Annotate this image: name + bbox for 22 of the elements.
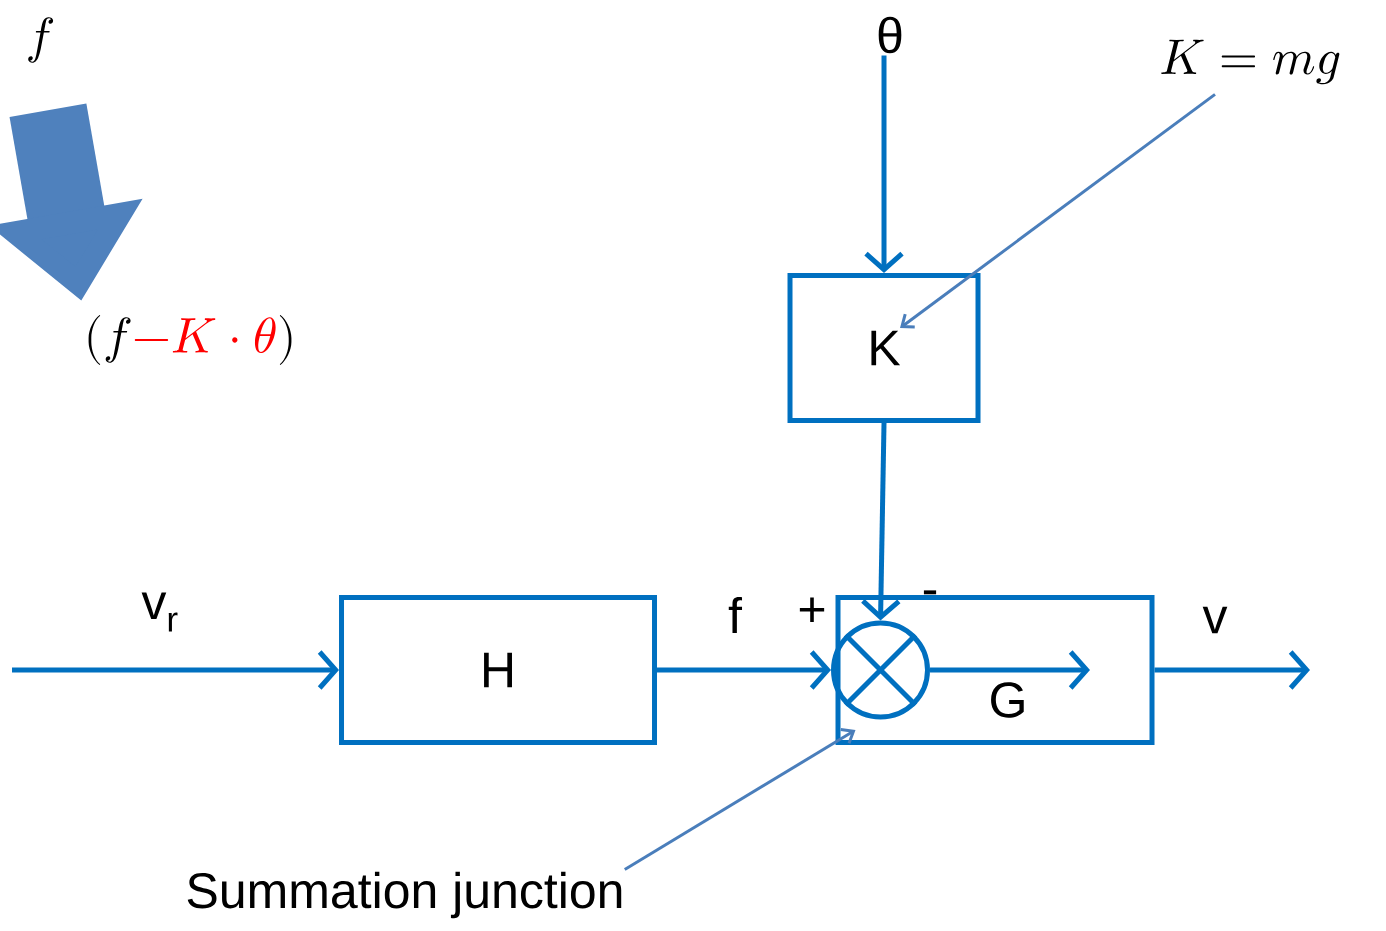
text-label: θ <box>878 16 902 54</box>
block-box: K <box>787 273 981 423</box>
formula-label: $f$ <box>28 17 54 63</box>
summing-junction <box>831 620 930 720</box>
arrow <box>12 650 339 690</box>
leader-line <box>624 728 856 871</box>
leader-line <box>900 93 1216 329</box>
block-box: G <box>835 595 1155 745</box>
formula-label: $(f \textcolor{red}{- K \cdot \theta})$ <box>88 315 292 365</box>
block-box: H <box>339 595 657 745</box>
sign-label: - <box>923 590 937 595</box>
edge-label: v <box>1202 606 1228 634</box>
arrow <box>1154 650 1310 690</box>
text-label: Summation junction <box>187 871 622 919</box>
edge-label: v$_{r}$ <box>141 592 178 632</box>
arrow <box>861 422 901 621</box>
formula-label: $K = mg$ <box>1161 39 1340 85</box>
sign-label: + <box>799 597 825 623</box>
edge-label: f <box>728 596 742 634</box>
arrow <box>657 650 831 690</box>
arrow <box>864 55 904 273</box>
arrow <box>930 650 1090 690</box>
